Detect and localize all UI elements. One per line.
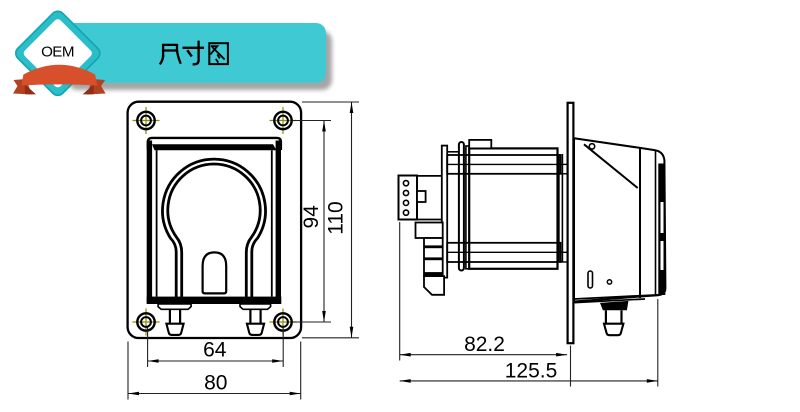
svg-text:94: 94 <box>300 205 323 229</box>
svg-text:64: 64 <box>203 339 227 362</box>
svg-text:82.2: 82.2 <box>464 333 505 356</box>
svg-text:125.5: 125.5 <box>505 359 558 382</box>
svg-text:OEM: OEM <box>41 44 74 61</box>
svg-text:110: 110 <box>324 201 347 234</box>
svg-text:80: 80 <box>204 372 227 395</box>
